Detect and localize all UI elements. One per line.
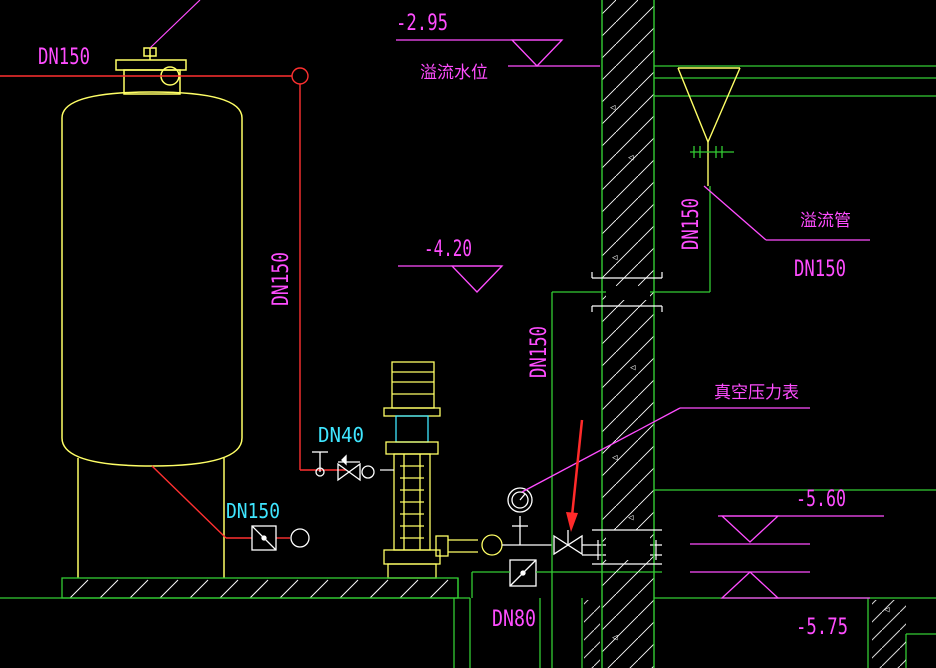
svg-text:◁: ◁: [612, 633, 618, 643]
label-elev-5-60: -5.60: [796, 487, 846, 512]
label-dn150-right: DN150: [679, 198, 704, 250]
label-dn80: DN80: [492, 607, 536, 632]
label-dn150-inlet: DN150: [226, 499, 280, 523]
concrete-wall: [601, 0, 655, 668]
red-arrow-indicator: [566, 419, 584, 532]
pump-motor: [391, 361, 435, 409]
svg-text:◁: ◁: [630, 363, 636, 373]
pressure-tank: [61, 47, 243, 578]
tank-flange: [115, 59, 187, 71]
label-dn150-riser: DN150: [269, 252, 294, 306]
floor-slab: [0, 577, 471, 668]
svg-text:◁: ◁: [884, 605, 890, 615]
tank-outlet-pipe: [151, 465, 227, 539]
label-elev-2-95: -2.95: [396, 11, 448, 36]
suction-piping: [502, 487, 552, 587]
dn80-valve: [509, 559, 537, 587]
pressure-gauge: [507, 487, 533, 513]
label-dn150-overflow: DN150: [794, 257, 846, 282]
red-piping: [0, 75, 346, 539]
label-overflow-pipe: 溢流管: [800, 211, 851, 231]
overflow-funnel: [677, 67, 741, 186]
svg-text:◁: ◁: [612, 253, 618, 263]
label-dn150-top-left: DN150: [38, 45, 90, 70]
elevation-markers: [396, 39, 884, 599]
inlet-valve: [251, 525, 310, 551]
label-dn150-center: DN150: [527, 326, 552, 378]
dn40-check-valve: [312, 451, 375, 482]
label-elev-5-75: -5.75: [796, 615, 848, 640]
svg-text:◁: ◁: [612, 453, 618, 463]
svg-text:◁: ◁: [628, 513, 634, 523]
label-vacuum-gauge: 真空压力表: [714, 383, 799, 403]
lower-right-wall-hatch: [872, 600, 906, 668]
label-dn40: DN40: [318, 423, 364, 447]
svg-text:◁: ◁: [628, 153, 634, 163]
vertical-pump: [383, 361, 503, 579]
tank-body: [61, 91, 243, 467]
svg-text:◁: ◁: [610, 103, 616, 113]
label-elev-4-20: -4.20: [424, 237, 472, 262]
label-overflow-level: 溢流水位: [420, 63, 488, 83]
tank-neck: [123, 69, 181, 95]
